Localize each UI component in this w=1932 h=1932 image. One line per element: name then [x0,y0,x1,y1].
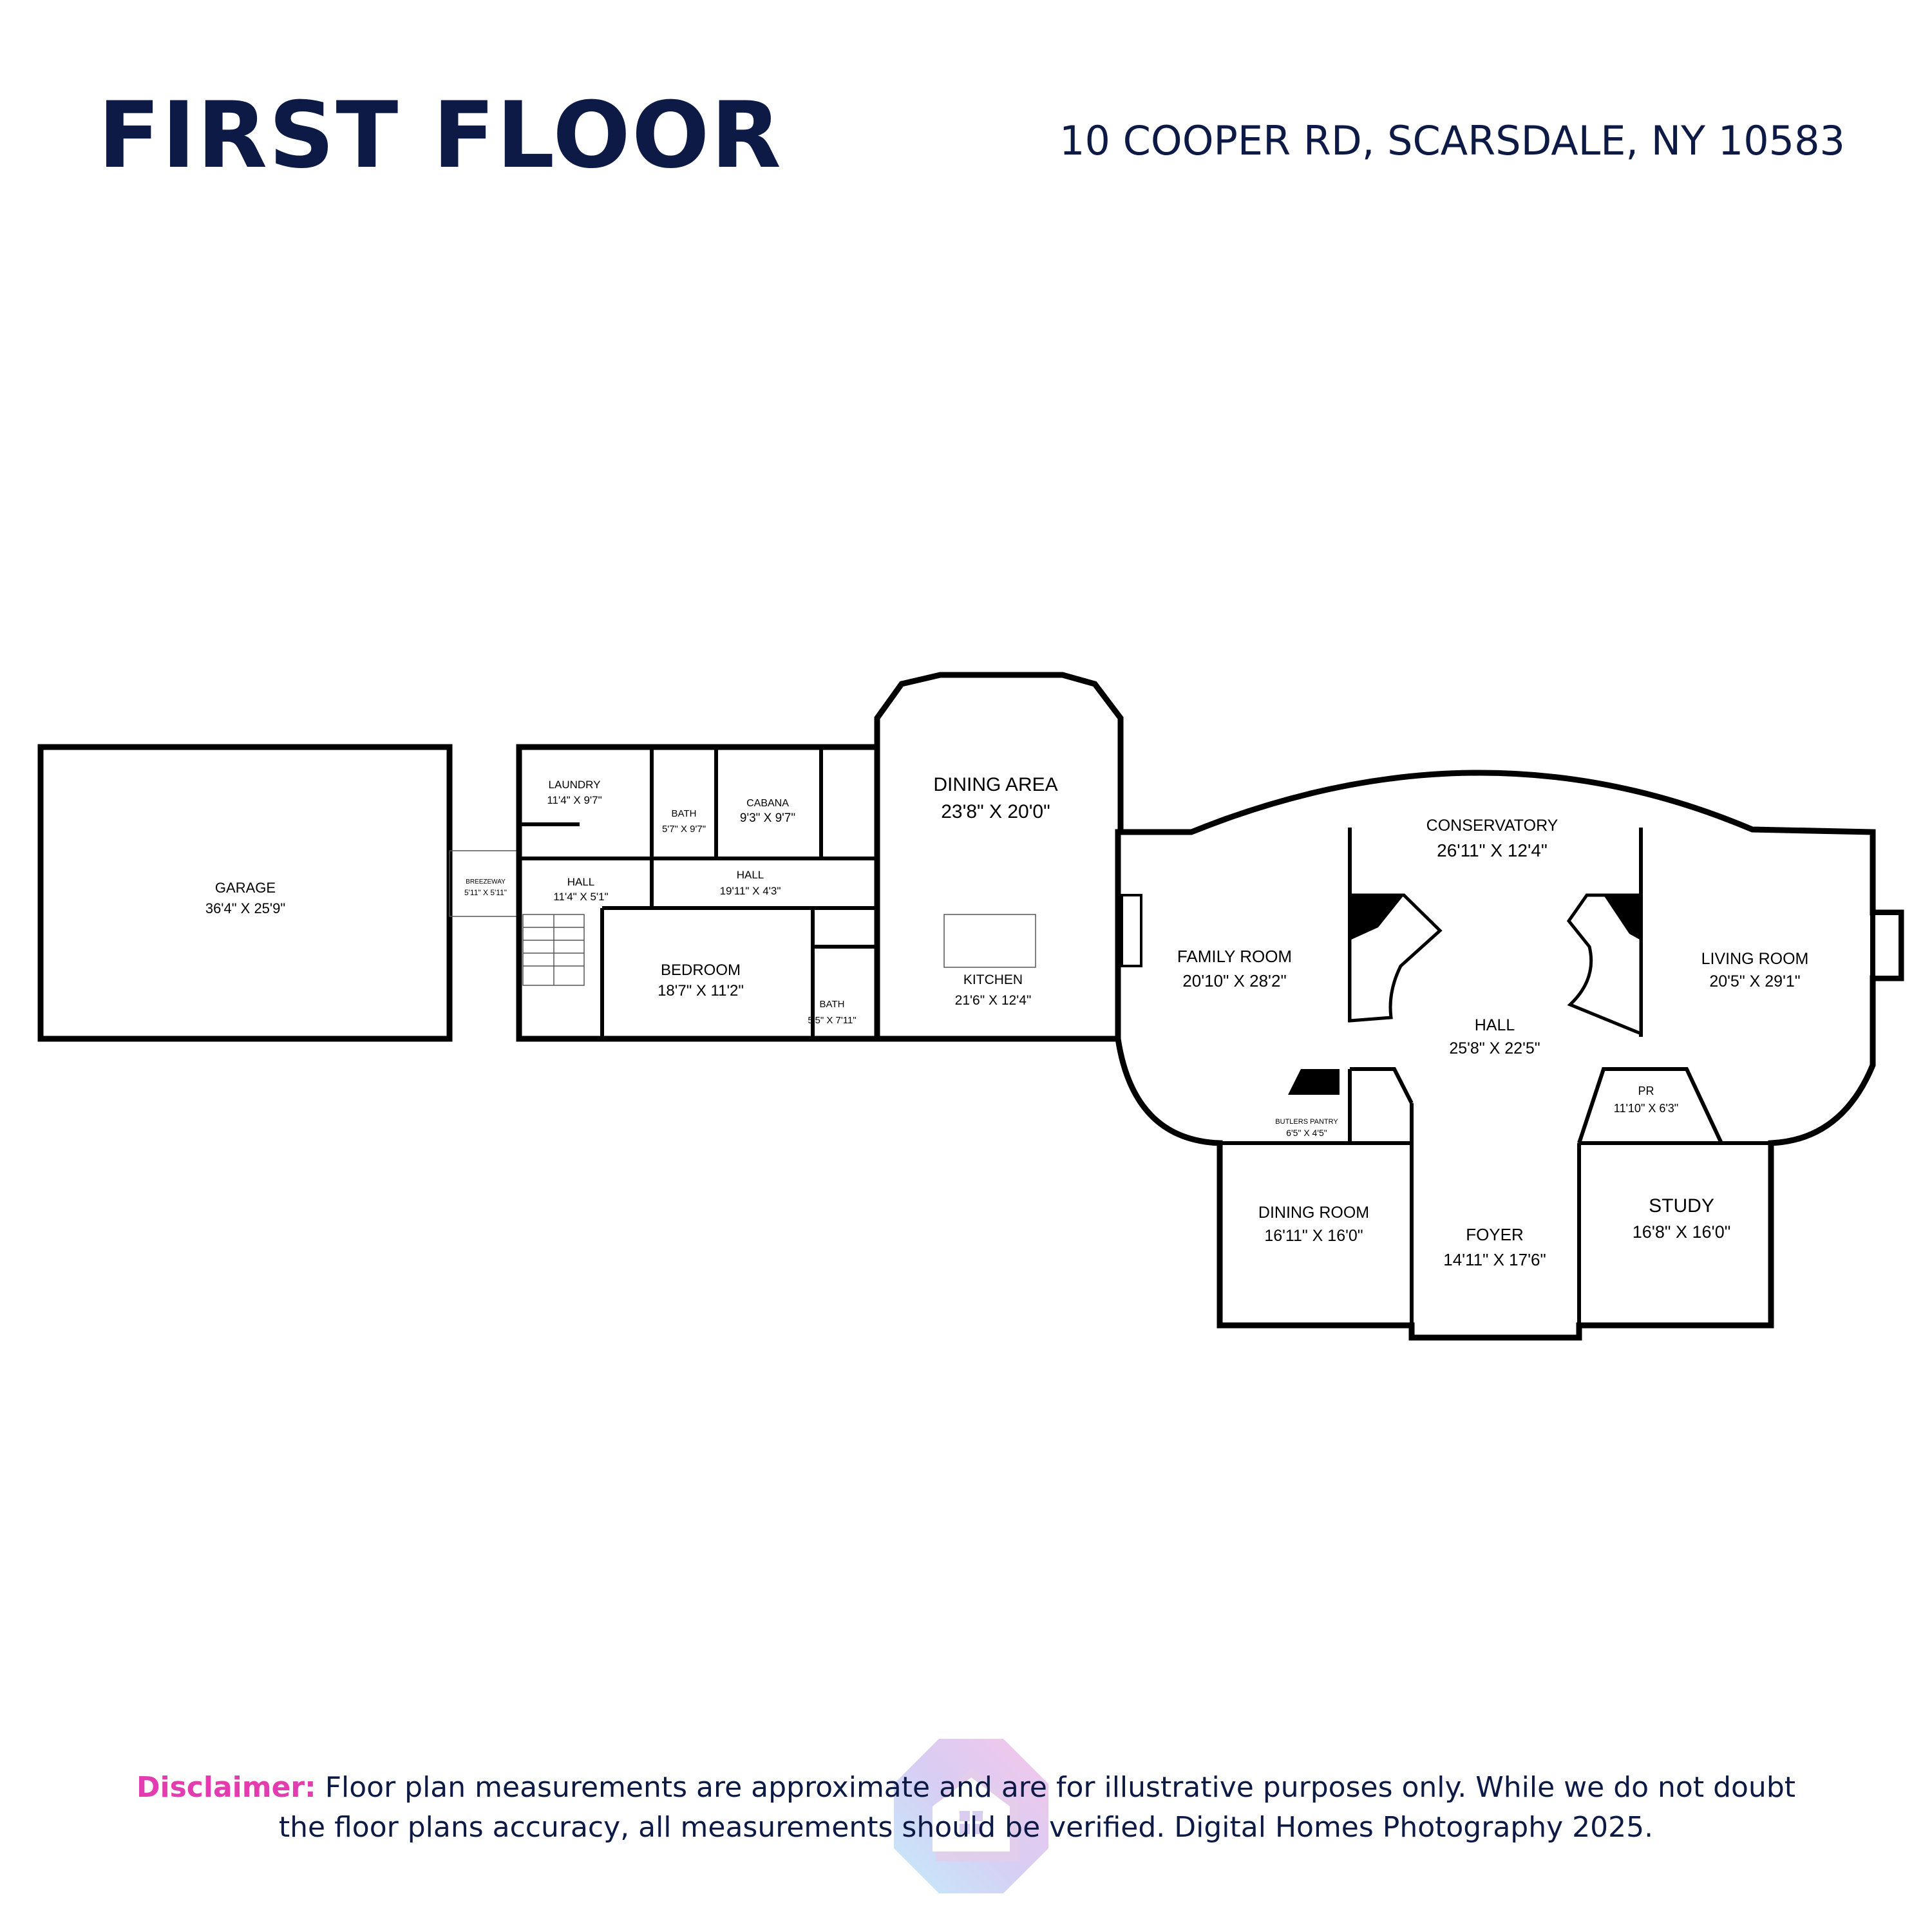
study-size: 16'8" X 16'0" [1633,1222,1731,1242]
garage-name: GARAGE [215,880,276,896]
cabana-size: 9'3" X 9'7" [740,811,795,825]
hall1-size: 11'4" X 5'1" [553,891,608,903]
butlers-pantry-size: 6'5" X 4'5" [1286,1128,1327,1138]
dining-area-size: 23'8" X 20'0" [941,801,1050,822]
service-wing-interior-walls [519,747,877,1039]
breezeway-size: 5'11" X 5'11" [464,888,507,897]
kitchen-island [943,914,1036,968]
butlers-pantry-name: BUTLERS PANTRY [1275,1118,1338,1126]
main-house-walls [1115,770,1904,1341]
conservatory-size: 26'11" X 12'4" [1437,840,1548,860]
hall3-size: 25'8" X 22'5" [1449,1039,1540,1057]
foyer-name: FOYER [1466,1225,1524,1244]
foyer-size: 14'11" X 17'6" [1443,1250,1546,1269]
study-name: STUDY [1649,1195,1714,1217]
dining-room-size: 16'11" X 16'0" [1264,1227,1363,1245]
living-room-fireplace [1870,910,1904,981]
bedroom-name: BEDROOM [661,961,741,979]
family-room-name: FAMILY ROOM [1177,947,1292,966]
dining-room-name: DINING ROOM [1258,1204,1369,1222]
bath2-size: 5'5" X 7'11" [808,1015,856,1026]
pantry-block [1288,1069,1340,1095]
dining-area-name: DINING AREA [933,774,1057,795]
page-title: FIRST FLOOR [98,82,782,189]
property-address: 10 COOPER RD, SCARSDALE, NY 10583 [1059,117,1845,164]
living-room-name: LIVING ROOM [1701,950,1809,968]
stairs [522,914,585,986]
hall3-name: HALL [1475,1016,1515,1034]
conservatory-name: CONSERVATORY [1426,817,1558,835]
disclaimer: Disclaimer: Floor plan measurements are … [129,1768,1803,1848]
hall2-size: 19'11" X 4'3" [720,885,781,897]
pr-name: PR [1638,1084,1654,1097]
disclaimer-text: Floor plan measurements are approximate … [278,1771,1795,1844]
cabana-name: CABANA [746,798,789,809]
breezeway-name: BREEZEWAY [466,878,506,886]
right-staircase [1566,893,1643,1036]
living-room-size: 20'5" X 29'1" [1709,972,1800,990]
house-icon [933,1768,1019,1861]
bedroom-size: 18'7" X 11'2" [658,982,744,999]
kitchen-name: KITCHEN [963,972,1023,987]
disclaimer-label: Disclaimer: [137,1771,316,1804]
family-room-fireplace [1121,894,1142,967]
right-staircase-landing [1604,895,1641,940]
hall2-name: HALL [737,869,764,881]
laundry-size: 11'4" X 9'7" [547,794,601,806]
bath1-size: 5'7" X 9'7" [662,824,706,835]
pr-size: 11'10" X 6'3" [1614,1102,1678,1115]
laundry-name: LAUNDRY [549,779,601,791]
service-wing-walls [516,744,880,1042]
company-logo [894,1739,1048,1893]
family-room-size: 20'10" X 28'2" [1182,971,1286,990]
bath1-name: BATH [672,808,697,819]
garage-size: 36'4" X 25'9" [205,900,285,916]
bath2-name: BATH [820,999,845,1010]
dining-area-walls [874,672,1124,832]
hall1-name: HALL [567,876,595,888]
room-labels: GARAGE 36'4" X 25'9" BREEZEWAY 5'11" X 5… [205,774,1809,1269]
left-staircase-landing [1350,895,1404,940]
kitchen-size: 21'6" X 12'4" [955,993,1032,1008]
